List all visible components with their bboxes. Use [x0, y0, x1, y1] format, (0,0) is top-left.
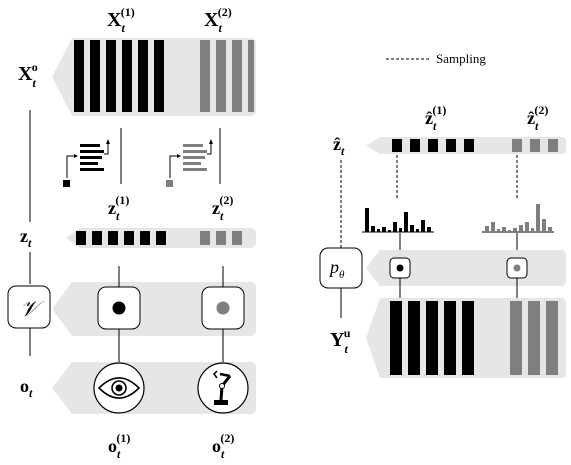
label-o-t-2: ot(2) [212, 431, 234, 461]
decoder-dot-black [396, 264, 404, 272]
label-x-t-obs: Xto [18, 60, 38, 90]
decoder-dot-gray [513, 264, 521, 272]
label-o-t-1: ot(1) [108, 431, 130, 461]
label-zhat-t-2: ẑt(2) [527, 103, 548, 133]
histogram-black [362, 208, 434, 233]
zhat-cells-black [392, 139, 474, 152]
label-x-t-1: Xt(1) [107, 5, 135, 35]
label-o-t: ot [20, 376, 33, 400]
node-dot-black [112, 301, 126, 315]
label-z-t: zt [20, 226, 32, 250]
label-z-t-2: zt(2) [212, 193, 233, 223]
p-theta-box [319, 247, 363, 289]
eye-icon [93, 362, 145, 414]
node-dot-gray [216, 301, 230, 315]
x-bars-gray [200, 40, 254, 112]
y-bars-black [390, 301, 474, 375]
label-x-t-2: Xt(2) [204, 5, 232, 35]
z-cells-black [76, 231, 166, 245]
y-bars-gray [510, 301, 558, 375]
p-theta-label: pθ [328, 257, 345, 281]
x-bars-black [74, 40, 164, 112]
histogram-gray [482, 204, 554, 233]
stack-arrow-icon [63, 139, 110, 187]
label-y-t-u: Ytu [330, 326, 351, 356]
label-zhat-t: ẑt [333, 134, 345, 158]
encoder-box [7, 285, 51, 329]
stack-arrow-icon-gray [166, 139, 213, 187]
legend-label: Sampling [436, 51, 486, 66]
zhat-cells-gray [512, 139, 558, 152]
label-z-t-1: zt(1) [108, 193, 129, 223]
robot-arm-icon [197, 362, 249, 414]
label-zhat-t-1: ẑt(1) [425, 103, 446, 133]
z-cells-gray [200, 231, 242, 245]
